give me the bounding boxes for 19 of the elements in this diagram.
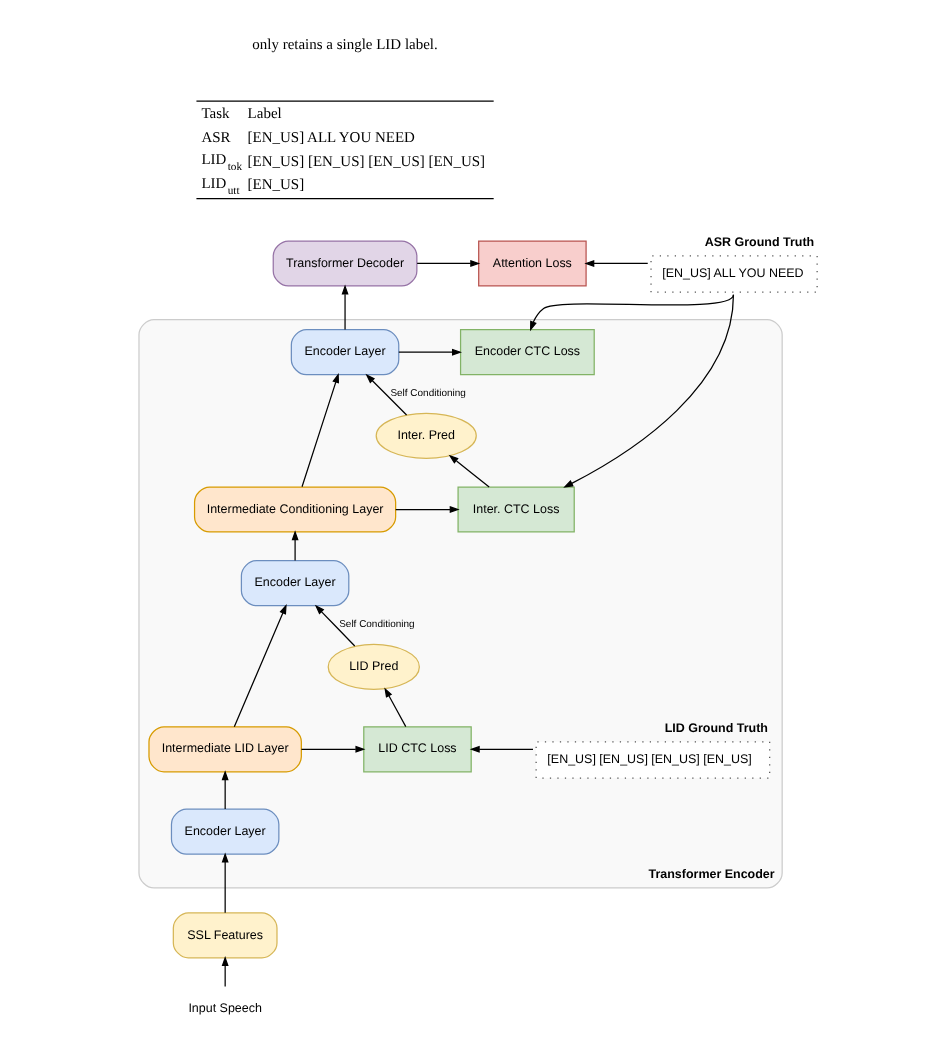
arrow [395,506,460,514]
arrow [448,454,490,488]
arrow [469,745,534,753]
arrow [300,745,366,753]
arrow [221,852,229,914]
arrow [530,294,735,332]
arrow [221,956,229,988]
arrow [365,373,408,416]
arrow [233,604,287,728]
arrow [291,530,299,562]
arrow [563,294,735,488]
arrow [398,348,462,356]
arrow [314,604,356,647]
arrow [584,259,649,267]
arrow [301,372,339,488]
arrow [384,687,407,728]
arrow [416,259,481,267]
arrow [341,284,349,331]
arrow [221,770,229,810]
